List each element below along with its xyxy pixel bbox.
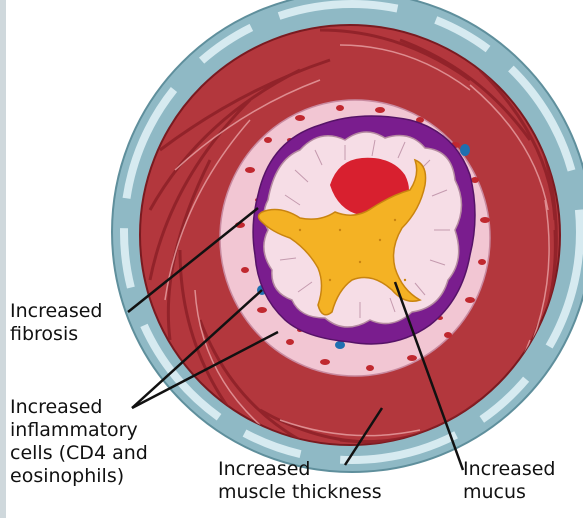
label-increased-fibrosis: Increased fibrosis bbox=[10, 300, 102, 346]
label-increased-mucus: Increased mucus bbox=[463, 458, 555, 504]
label-increased-inflammatory-cells: Increased inflammatory cells (CD4 and eo… bbox=[10, 396, 148, 488]
label-increased-muscle-thickness: Increased muscle thickness bbox=[218, 458, 382, 504]
